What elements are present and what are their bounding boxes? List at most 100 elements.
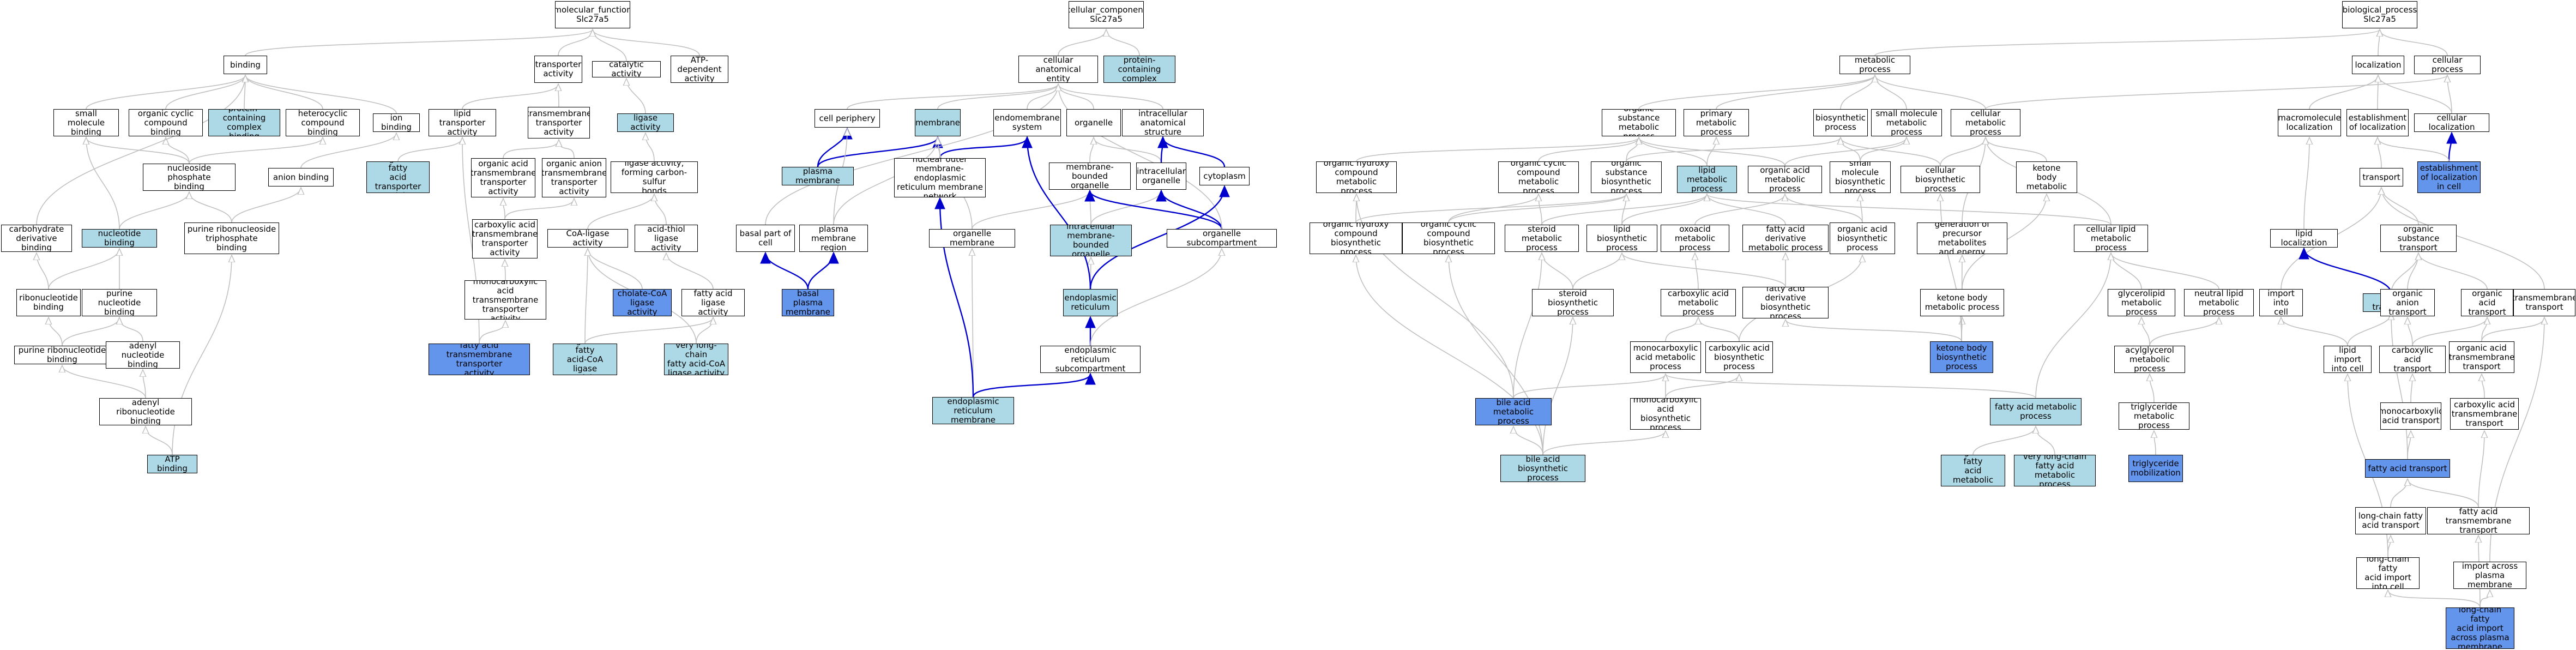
go-term-cellular-lipid-metabolic[interactable]: cellular lipid metabolic process (2074, 225, 2148, 252)
go-term-localization[interactable]: localization (2352, 56, 2404, 74)
go-term-organic-substance-metabolic-process[interactable]: organic substance metabolic process (1602, 109, 1676, 136)
go-term-organic-anion-transport[interactable]: organic anion transport (2380, 289, 2435, 316)
go-term-import-into-cell[interactable]: import into cell (2259, 289, 2303, 316)
go-term-fatty-acid-derivative-metabolic[interactable]: fatty acid derivative metabolic process (1742, 225, 1829, 252)
go-term-glycerolipid-metabolic[interactable]: glycerolipid metabolic process (2108, 289, 2175, 316)
go-term-fatty-acid-transport[interactable]: fatty acid transport (2365, 459, 2450, 478)
go-term-bile-acid-metabolic[interactable]: bile acid metabolic process (1475, 398, 1552, 425)
go-term-protein-containing-complex[interactable]: protein-containing complex (1103, 56, 1175, 83)
go-term-purine-nucleotide-binding[interactable]: purine nucleotide binding (82, 289, 157, 316)
go-term-adenyl-nucleotide-binding[interactable]: adenyl nucleotide binding (106, 341, 180, 369)
go-term-ketone-body-biosynthetic[interactable]: ketone body biosynthetic process (1930, 341, 1993, 373)
go-term-organic-hydroxy-biosynthetic[interactable]: organic hydroxy compound biosynthetic pr… (1310, 222, 1402, 254)
go-term-primary-metabolic-process[interactable]: primary metabolic process (1684, 109, 1749, 136)
go-term-small-molecule-metabolic-process[interactable]: small molecule metabolic process (1871, 109, 1942, 136)
go-term-organic-acid-tm-transporter[interactable]: organic acid transmembrane transporter a… (471, 158, 535, 197)
go-term-monocarboxylic-acid-biosynthetic[interactable]: monocarboxylic acid biosynthetic process (1630, 398, 1701, 430)
go-term-nucleoside-phosphate-binding[interactable]: nucleoside phosphate binding (143, 164, 236, 191)
go-term-long-chain-fatty-acid-transport[interactable]: long-chain fatty acid transport (2355, 507, 2426, 534)
go-term-ion-binding[interactable]: ion binding (373, 113, 420, 132)
go-term-long-chain-fa-import-into-cell[interactable]: long-chain fatty acid import into cell (2356, 557, 2420, 589)
go-term-heterocyclic-binding[interactable]: heterocyclic compound binding (286, 109, 360, 136)
go-term-ligase-activity[interactable]: ligase activity (617, 113, 674, 132)
go-term-basal-part-of-cell[interactable]: basal part of cell (736, 225, 795, 252)
go-term-organic-cyclic-metabolic[interactable]: organic cyclic compound metabolic proces… (1498, 161, 1579, 193)
go-term-monocarboxylic-acid-metabolic[interactable]: monocarboxylic acid metabolic process (1630, 341, 1701, 373)
go-term-acylglycerol-metabolic[interactable]: acylglycerol metabolic process (2114, 346, 2185, 373)
go-term-fatty-acid-derivative-biosynthetic[interactable]: fatty acid derivative biosynthetic proce… (1742, 287, 1829, 318)
go-term-binding[interactable]: binding (224, 56, 267, 74)
go-term-organic-acid-tm-transport[interactable]: organic acid transmembrane transport (2449, 341, 2514, 373)
go-term-cholate-coa-ligase[interactable]: cholate-CoA ligase activity (613, 289, 672, 316)
go-term-neutral-lipid-metabolic[interactable]: neutral lipid metabolic process (2184, 289, 2254, 316)
go-term-oxoacid-metabolic[interactable]: oxoacid metabolic process (1661, 225, 1729, 252)
go-term-bile-acid-biosynthetic[interactable]: bile acid biosynthetic process (1500, 455, 1585, 482)
go-term-fatty-acid-metabolic[interactable]: fatty acid metabolic process (1990, 398, 2082, 425)
go-term-organic-cyclic-biosynthetic[interactable]: organic cyclic compound biosynthetic pro… (1402, 222, 1495, 254)
go-term-cytoplasm[interactable]: cytoplasm (1199, 167, 1250, 185)
go-term-endoplasmic-reticulum[interactable]: endoplasmic reticulum (1063, 289, 1118, 316)
go-term-catalytic-activity[interactable]: catalytic activity (592, 61, 661, 77)
go-term-monocarboxylic-acid-transport[interactable]: monocarboxylic acid transport (2380, 402, 2441, 430)
go-term-cellular-biosynthetic-process[interactable]: cellular biosynthetic process (1901, 166, 1980, 193)
go-term-adenyl-ribonucleotide-binding[interactable]: adenyl ribonucleotide binding (99, 398, 192, 425)
go-term-carboxylic-acid-transport[interactable]: carboxylic acid transport (2379, 346, 2446, 373)
go-term-cellular-process[interactable]: cellular process (2414, 56, 2481, 74)
go-term-monocarboxylic-acid-tm-transporter[interactable]: monocarboxylic acid transmembrane transp… (464, 280, 546, 320)
go-term-cellular-ketone-body-metabolic[interactable]: cellular ketone body metabolic process (2016, 161, 2077, 193)
go-term-mf[interactable]: molecular_function Slc27a5 (555, 1, 630, 28)
go-term-cellular-localization[interactable]: cellular localization (2414, 113, 2489, 132)
go-term-coa-ligase[interactable]: CoA-ligase activity (547, 229, 628, 248)
go-term-organic-substance-biosynthetic[interactable]: organic substance biosynthetic process (1591, 161, 1662, 193)
go-term-er-membrane[interactable]: endoplasmic reticulum membrane (932, 397, 1014, 424)
go-term-ketone-body-metabolic[interactable]: ketone body metabolic process (1920, 289, 2004, 316)
go-term-protein-containing-complex-binding[interactable]: protein-containing complex binding (208, 109, 280, 136)
go-term-cellular-metabolic-process[interactable]: cellular metabolic process (1951, 109, 2020, 136)
go-term-organic-acid-transport[interactable]: organic acid transport (2461, 289, 2513, 316)
go-term-long-chain-fa-import-across-pm[interactable]: long-chain fatty acid import across plas… (2446, 607, 2514, 649)
go-term-long-chain-fatty-acid-metabolic[interactable]: long-chain fatty acid metabolic process (1941, 455, 2005, 486)
go-term-purine-ribonucleotide-binding[interactable]: purine ribonucleotide binding (14, 346, 110, 364)
go-term-metabolic-process[interactable]: metabolic process (1839, 56, 1910, 74)
go-term-organic-cyclic-binding[interactable]: organic cyclic compound binding (129, 109, 203, 136)
go-term-ligase-cs-bonds[interactable]: ligase activity, forming carbon-sulfur b… (611, 161, 698, 193)
go-term-atp-binding[interactable]: ATP binding (147, 455, 197, 473)
go-term-fatty-acid-tm-transporter-activity[interactable]: fatty acid transmembrane transporter act… (429, 344, 530, 375)
go-term-organelle-subcompartment[interactable]: organelle subcompartment (1167, 229, 1277, 248)
go-term-organelle-membrane[interactable]: organelle membrane (929, 229, 1015, 248)
go-term-basal-plasma-membrane[interactable]: basal plasma membrane (782, 289, 834, 316)
go-term-small-molecule-biosynthetic[interactable]: small molecule biosynthetic process (1830, 161, 1891, 193)
go-term-very-long-chain-fatty-acid-metabolic[interactable]: very long-chain fatty acid metabolic pro… (2014, 455, 2096, 486)
go-term-carboxylic-acid-biosynthetic[interactable]: carboxylic acid biosynthetic process (1705, 341, 1773, 373)
go-term-lipid-transporter-activity[interactable]: lipid transporter activity (429, 109, 496, 136)
go-term-carboxylic-acid-tm-transport[interactable]: carboxylic acid transmembrane transport (2450, 398, 2519, 430)
go-term-steroid-biosynthetic[interactable]: steroid biosynthetic process (1532, 289, 1614, 316)
go-term-cc[interactable]: cellular_component Slc27a5 (1069, 1, 1144, 28)
go-term-carboxylic-acid-tm-transporter[interactable]: carboxylic acid transmembrane transporte… (472, 219, 538, 258)
go-term-triglyceride-metabolic[interactable]: triglyceride metabolic process (2119, 402, 2189, 430)
go-term-carboxylic-acid-metabolic[interactable]: carboxylic acid metabolic process (1661, 289, 1736, 316)
go-term-transmembrane-transporter-activity[interactable]: transmembrane transporter activity (528, 107, 590, 139)
go-term-transporter-activity[interactable]: transporter activity (534, 56, 582, 83)
go-term-organic-acid-biosynthetic[interactable]: organic acid biosynthetic process (1830, 222, 1895, 254)
go-term-plasma-membrane-region[interactable]: plasma membrane region (799, 225, 868, 252)
go-term-organic-substance-transport[interactable]: organic substance transport (2380, 225, 2457, 252)
go-term-long-chain-fa-coa-ligase[interactable]: long-chain fatty acid-CoA ligase activit… (553, 344, 617, 375)
go-term-fatty-acid-tm-transport[interactable]: fatty acid transmembrane transport (2427, 507, 2530, 534)
go-term-organic-acid-metabolic[interactable]: organic acid metabolic process (1748, 166, 1822, 193)
go-term-membrane-bounded-organelle[interactable]: membrane-bounded organelle (1049, 162, 1131, 190)
go-term-lipid-metabolic-process[interactable]: lipid metabolic process (1677, 166, 1737, 193)
go-term-plasma-membrane[interactable]: plasma membrane (782, 167, 854, 185)
go-term-lipid-import-into-cell[interactable]: lipid import into cell (2324, 346, 2372, 373)
go-term-long-chain-fatty-acid-transporter-activity[interactable]: long-chain fatty acid transporter activi… (366, 161, 430, 193)
go-term-establishment-of-localization[interactable]: establishment of localization (2346, 109, 2409, 136)
go-term-intracellular-organelle[interactable]: intracellular organelle (1136, 162, 1186, 190)
go-term-biosynthetic-process[interactable]: biosynthetic process (1813, 109, 1868, 136)
go-term-lipid-biosynthetic[interactable]: lipid biosynthetic process (1586, 225, 1657, 252)
go-term-transmembrane-transport[interactable]: transmembrane transport (2513, 289, 2575, 316)
go-term-membrane[interactable]: membrane (915, 109, 961, 136)
go-term-organelle[interactable]: organelle (1066, 109, 1121, 136)
go-term-anion-binding[interactable]: anion binding (268, 168, 334, 186)
go-term-fatty-acid-ligase[interactable]: fatty acid ligase activity (681, 289, 745, 316)
go-term-import-across-plasma-membrane[interactable]: import across plasma membrane (2453, 562, 2526, 589)
